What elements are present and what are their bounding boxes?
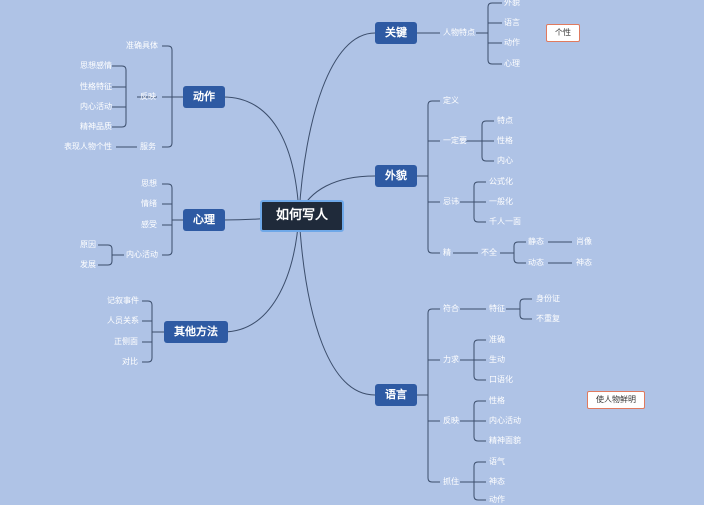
bracket-qt-arm-0: [142, 300, 153, 306]
leaf-gj-xinli[interactable]: 心理: [504, 59, 520, 68]
leaf-dz-neixin[interactable]: 内心活动: [80, 102, 112, 111]
leaf-dz-zhunque[interactable]: 准确具体: [126, 41, 158, 50]
bracket-yy-fanying-arm-0: [473, 400, 486, 406]
leaf-wm-xiaoxiang[interactable]: 肖像: [576, 237, 592, 246]
leaf-xl-yuanyin[interactable]: 原因: [80, 240, 96, 249]
leaf-yy-shentai[interactable]: 神态: [489, 477, 505, 486]
bracket-yy-liqiu-arm-0: [473, 339, 486, 345]
leaf-wm-xingge[interactable]: 性格: [497, 136, 513, 145]
bracket-yy-arm-0: [427, 308, 440, 314]
leaf-wm-dingyi[interactable]: 定义: [443, 96, 459, 105]
leaf-qt-zhengce[interactable]: 正侧面: [114, 337, 138, 346]
leaf-wm-dongtai[interactable]: 动态: [528, 258, 544, 267]
bracket-yy-fanying-arm-2: [473, 436, 486, 442]
bracket-dz-arm-0: [162, 45, 173, 51]
bracket-yy-tezheng-arm-1: [519, 314, 532, 320]
leaf-wm-buquan[interactable]: 不全: [481, 248, 497, 257]
leaf-wm-yiban[interactable]: 一般化: [489, 197, 513, 206]
note-gexing[interactable]: 个性: [546, 24, 580, 42]
bracket-dz-fanying-arm-0: [112, 65, 127, 71]
leaf-dz-fanying[interactable]: 反映: [140, 92, 156, 101]
leaf-yy-fanying[interactable]: 反映: [443, 416, 459, 425]
leaf-wm-yiding[interactable]: 一定要: [443, 136, 467, 145]
leaf-xl-ganshou[interactable]: 感受: [141, 220, 157, 229]
main-node-waimao[interactable]: 外貌: [375, 165, 417, 187]
leaf-dz-fuwu[interactable]: 服务: [140, 142, 156, 151]
bracket-xl-neixin-arm-1: [98, 260, 113, 266]
leaf-yy-zhunque[interactable]: 准确: [489, 335, 505, 344]
bracket-yy-tezheng-arm-0: [519, 298, 532, 304]
leaf-xl-sixiang[interactable]: 思想: [141, 179, 157, 188]
leaf-gj-yuyan[interactable]: 语言: [504, 18, 520, 27]
leaf-yy-xingge[interactable]: 性格: [489, 396, 505, 405]
leaf-qt-jixu[interactable]: 记叙事件: [107, 296, 139, 305]
leaf-wm-shentai[interactable]: 神态: [576, 258, 592, 267]
leaf-wm-gongshi[interactable]: 公式化: [489, 177, 513, 186]
bracket-wm-arm-0: [427, 100, 440, 106]
bracket-yy-zhuazhu-arm-0: [473, 461, 486, 467]
main-node-guanjian[interactable]: 关键: [375, 22, 417, 44]
bracket-wm-jihui-arm-2: [473, 217, 486, 223]
leaf-dz-xingge[interactable]: 性格特征: [80, 82, 112, 91]
leaf-yy-tezheng[interactable]: 特征: [489, 304, 505, 313]
leaf-wm-jihui[interactable]: 忌讳: [443, 197, 459, 206]
bracket-gj-arm-3: [487, 59, 502, 65]
bracket-wm-arm-3: [427, 248, 440, 254]
bracket-gj-arm-0: [487, 2, 502, 8]
root-node[interactable]: 如何写人: [260, 200, 345, 232]
main-node-qita[interactable]: 其他方法: [164, 321, 228, 343]
bracket-xl-arm-0: [162, 183, 173, 189]
leaf-yy-fuhe[interactable]: 符合: [443, 304, 459, 313]
bracket-qt-arm-3: [142, 357, 153, 363]
edge-root-yuyan: [298, 213, 376, 396]
leaf-yy-jingshen[interactable]: 精神面貌: [489, 436, 521, 445]
leaf-yy-kouyu[interactable]: 口语化: [489, 375, 513, 384]
bracket-wm-buquan-arm-0: [513, 241, 526, 247]
leaf-xl-qingxu[interactable]: 情绪: [141, 199, 157, 208]
leaf-yy-dongzuo[interactable]: 动作: [489, 495, 505, 504]
leaf-qt-renyuan[interactable]: 人员关系: [107, 316, 139, 325]
leaf-wm-tedian[interactable]: 特点: [497, 116, 513, 125]
edge-root-qita: [222, 213, 300, 333]
leaf-yy-zhuazhu[interactable]: 抓住: [443, 477, 459, 486]
bracket-xl-arm-3: [162, 250, 173, 256]
leaf-yy-shengdong[interactable]: 生动: [489, 355, 505, 364]
bracket-xl-neixin-arm-0: [98, 244, 113, 250]
edge-root-guanjian: [298, 32, 376, 215]
leaf-renwu-tedian[interactable]: 人物特点: [443, 28, 475, 37]
leaf-qt-duibi[interactable]: 对比: [122, 357, 138, 366]
bracket-wm-yiding-arm-0: [481, 120, 494, 126]
bracket-wm-jihui-arm-0: [473, 181, 486, 187]
bracket-yy-zhuazhu-arm-2: [473, 495, 486, 501]
leaf-gj-waimao[interactable]: 外貌: [504, 0, 520, 7]
leaf-wm-jing[interactable]: 精: [443, 248, 451, 257]
note-xianming[interactable]: 使人物鲜明: [587, 391, 645, 409]
leaf-yy-shenfen[interactable]: 身份证: [536, 294, 560, 303]
main-node-yuyan[interactable]: 语言: [375, 384, 417, 406]
leaf-xl-fazhan[interactable]: 发展: [80, 260, 96, 269]
leaf-yy-neixin[interactable]: 内心活动: [489, 416, 521, 425]
bracket-yy-arm-3: [427, 477, 440, 483]
main-node-xinli[interactable]: 心理: [183, 209, 225, 231]
bracket-yy-liqiu-arm-2: [473, 375, 486, 381]
leaf-wm-jingtai[interactable]: 静态: [528, 237, 544, 246]
bracket-dz-arm-2: [162, 142, 173, 148]
leaf-yy-yuqi[interactable]: 语气: [489, 457, 505, 466]
leaf-wm-qianren[interactable]: 千人一面: [489, 217, 521, 226]
bracket-dz-fanying-arm-3: [112, 122, 127, 128]
edge-root-dongzuo: [222, 96, 300, 215]
leaf-yy-buchongfu[interactable]: 不重复: [536, 314, 560, 323]
leaf-yy-liqiu[interactable]: 力求: [443, 355, 459, 364]
main-node-dongzuo[interactable]: 动作: [183, 86, 225, 108]
leaf-dz-sixiang[interactable]: 思想感情: [80, 61, 112, 70]
bracket-wm-yiding-arm-2: [481, 156, 494, 162]
leaf-wm-neixin[interactable]: 内心: [497, 156, 513, 165]
bracket-wm-buquan-arm-1: [513, 258, 526, 264]
leaf-gj-dongzuo[interactable]: 动作: [504, 38, 520, 47]
leaf-xl-neixin[interactable]: 内心活动: [126, 250, 158, 259]
leaf-dz-biaoxian[interactable]: 表现人物个性: [64, 142, 112, 151]
leaf-dz-jingshen[interactable]: 精神品质: [80, 122, 112, 131]
